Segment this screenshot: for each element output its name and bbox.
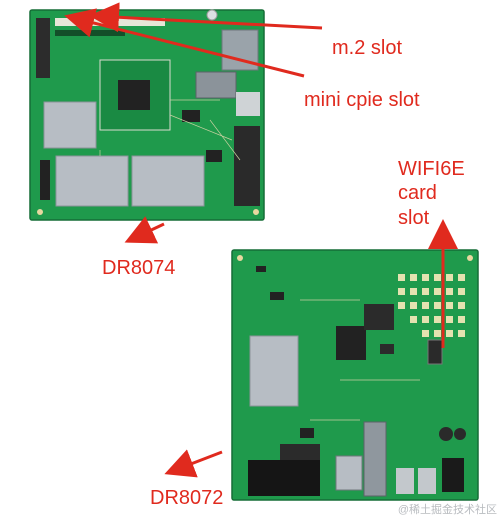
red-arrow-icon — [89, 2, 323, 33]
mini-cpie-slot-label: mini cpie slot — [304, 89, 420, 111]
wifi6e-label-line-1: WIFI6E — [398, 158, 465, 180]
dr8074-label: DR8074 — [102, 257, 176, 279]
pcb-board-dr8072-icon — [231, 249, 479, 501]
red-arrow-icon — [124, 216, 165, 244]
watermark: @稀土掘金技术社区 — [397, 504, 497, 516]
wifi6e-card-slot-label: WIFI6E card slot — [398, 157, 468, 230]
pcb-board-dr8074-icon — [29, 9, 265, 221]
dr8072-label: DR8072 — [150, 487, 224, 509]
red-arrow-icon — [164, 449, 223, 478]
red-arrow-icon — [64, 8, 305, 78]
wifi6e-label-line-2: card — [398, 182, 437, 205]
wifi6e-label-line-3: slot — [398, 206, 430, 229]
m2-slot-label: m.2 slot — [332, 37, 403, 59]
